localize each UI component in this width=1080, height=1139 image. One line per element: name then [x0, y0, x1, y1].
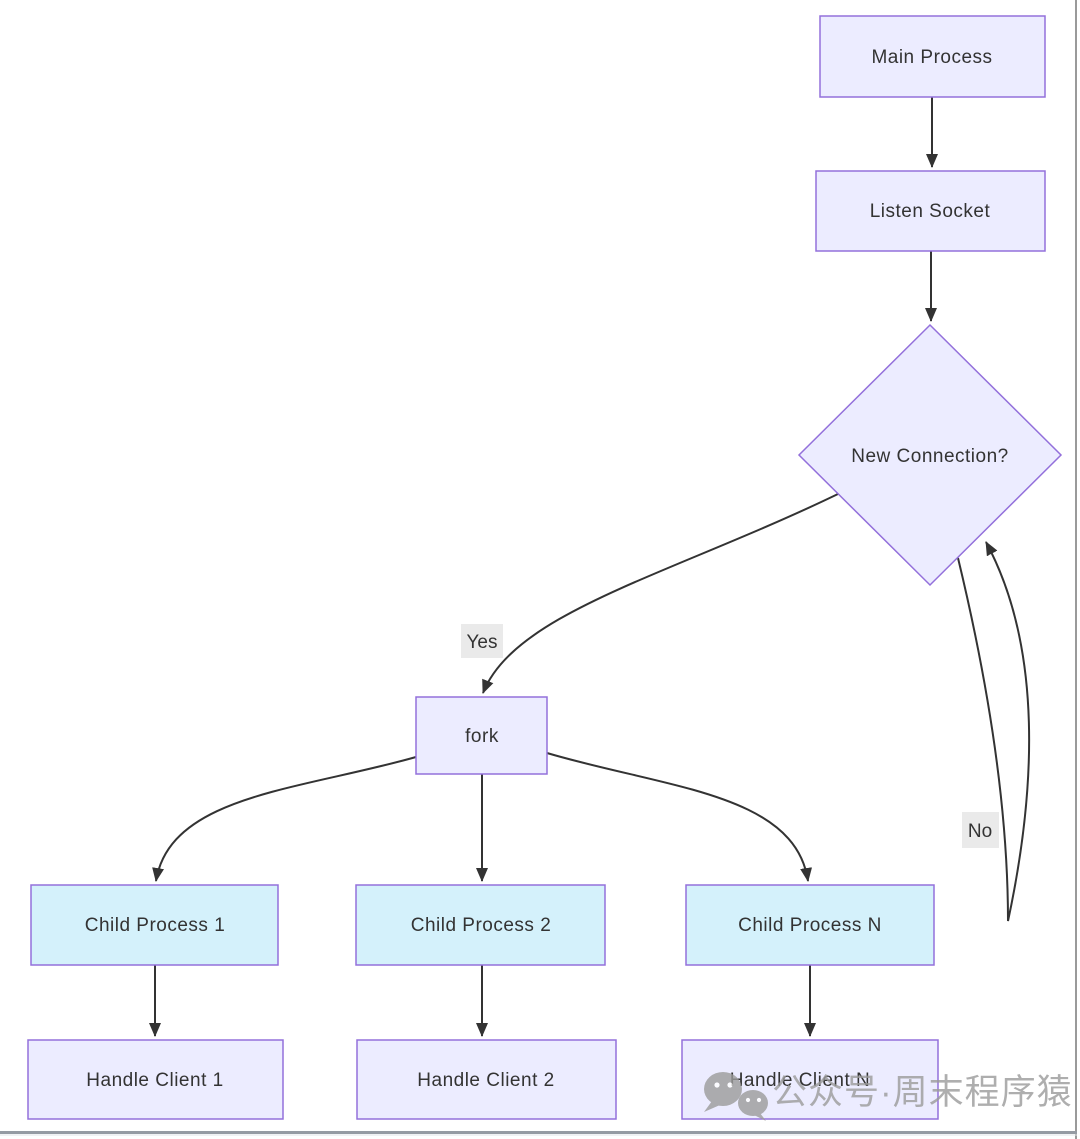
edge-fork-to-childn	[546, 752, 813, 882]
node-child-process-n-label: Child Process N	[738, 915, 882, 936]
node-new-connection-diamond	[797, 323, 1063, 587]
node-fork-box	[415, 696, 548, 775]
node-listen-socket-label: Listen Socket	[870, 201, 991, 222]
node-fork-label: fork	[465, 726, 499, 747]
node-handle-client-1: Handle Client 1	[27, 1039, 284, 1120]
node-child-process-n-box	[685, 884, 935, 966]
node-handle-client-2: Handle Client 2	[356, 1039, 617, 1120]
page-bottom-border	[0, 1131, 1077, 1134]
edge-label-no-bg	[962, 812, 999, 848]
node-child-process-2-box	[355, 884, 606, 966]
edge-connection-yes-to-fork	[482, 493, 839, 694]
node-child-process-1: Child Process 1	[30, 884, 279, 966]
node-handle-client-n-label: Handle Client N	[730, 1070, 871, 1091]
edge-fork-to-child1	[152, 756, 417, 882]
node-handle-client-2-label: Handle Client 2	[417, 1070, 554, 1091]
node-handle-client-2-box	[356, 1039, 617, 1120]
watermark-text: 公众号·周末程序猿	[772, 1073, 1073, 1112]
node-new-connection: New Connection?	[797, 323, 1063, 587]
node-main-process-box	[819, 15, 1046, 98]
node-child-process-2: Child Process 2	[355, 884, 606, 966]
node-main-process: Main Process	[819, 15, 1046, 98]
node-child-process-1-box	[30, 884, 279, 966]
edge-group	[149, 97, 1031, 1037]
node-listen-socket-box	[815, 170, 1046, 252]
wechat-icon	[704, 1072, 768, 1121]
watermark: 公众号·周末程序猿	[704, 1072, 1073, 1121]
node-new-connection-label: New Connection?	[851, 446, 1008, 467]
node-child-process-1-label: Child Process 1	[85, 915, 226, 936]
node-fork: fork	[415, 696, 548, 775]
edge-label-no-text: No	[968, 821, 992, 842]
node-child-process-n: Child Process N	[685, 884, 935, 966]
edge-label-yes-text: Yes	[467, 632, 498, 653]
edge-connection-no-selfloop	[957, 541, 1031, 922]
edge-label-yes-bg	[461, 624, 503, 658]
node-handle-client-1-box	[27, 1039, 284, 1120]
node-listen-socket: Listen Socket	[815, 170, 1046, 252]
node-handle-client-1-label: Handle Client 1	[86, 1070, 223, 1091]
edge-label-no: No	[962, 812, 999, 848]
node-child-process-2-label: Child Process 2	[411, 915, 552, 936]
node-main-process-label: Main Process	[871, 47, 992, 68]
edge-label-yes: Yes	[461, 624, 503, 658]
